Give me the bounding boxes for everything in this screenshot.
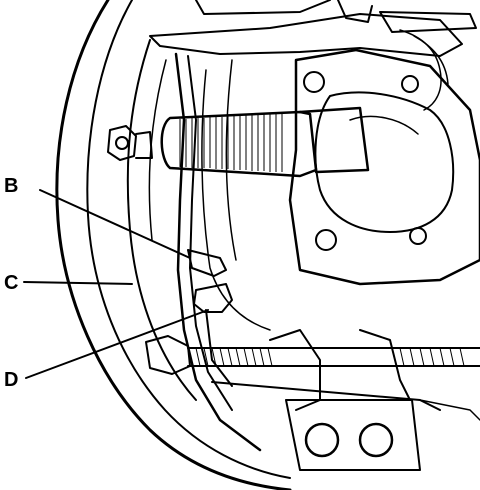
anchor-hole-icon <box>358 422 394 458</box>
retaining-clip <box>187 249 227 277</box>
leader-line-d <box>25 309 209 379</box>
upper-spring-assembly <box>149 0 477 111</box>
callout-label-b: B <box>4 175 18 197</box>
lower-anchor-bracket <box>269 329 480 471</box>
adjuster-thread <box>195 347 465 367</box>
anchor-hole-icon <box>304 422 340 458</box>
leader-lines <box>23 189 209 379</box>
callout-label-c: C <box>4 272 18 294</box>
mounting-bolt <box>107 125 153 161</box>
brake-shoe-edge <box>174 52 262 452</box>
wheel-stud-hole-icon <box>303 71 325 93</box>
wheel-stud-hole-icon <box>401 75 419 93</box>
leader-line-b <box>39 189 191 259</box>
leader-line-c <box>23 281 133 285</box>
adjuster-lever <box>193 283 233 387</box>
hub-flange <box>201 48 480 331</box>
callout-label-d: D <box>4 369 18 391</box>
thread-lines <box>179 113 283 172</box>
threaded-axle-tool <box>160 106 370 178</box>
wheel-stud-hole-icon <box>315 229 337 251</box>
